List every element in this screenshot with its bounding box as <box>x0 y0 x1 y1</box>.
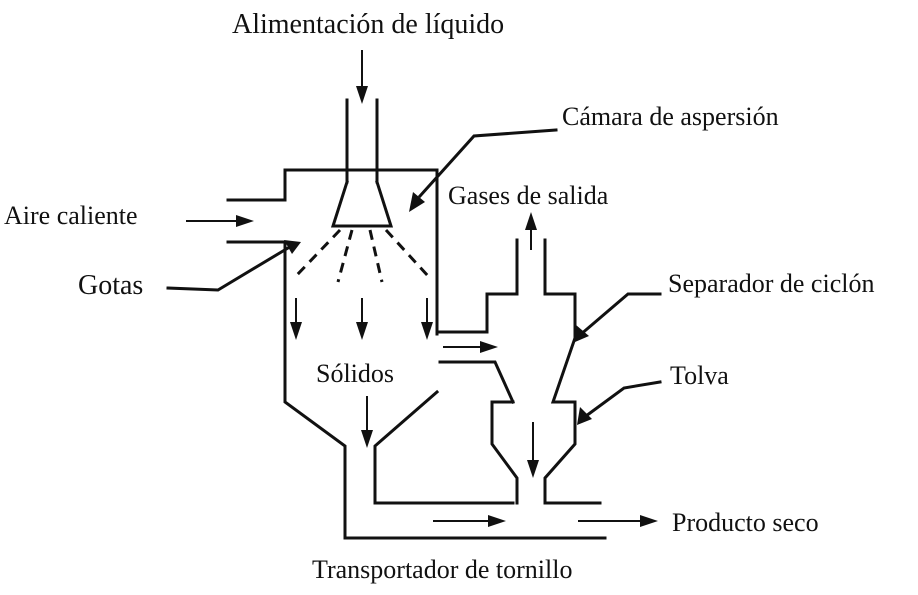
label-solids: Sólidos <box>316 359 394 388</box>
hot-air-arrow <box>186 215 254 227</box>
cyclone-separator <box>485 238 602 505</box>
label-screw-conveyor: Transportador de tornillo <box>312 555 572 584</box>
leader-hopper <box>577 380 662 425</box>
label-dry-product: Producto seco <box>672 508 819 537</box>
label-exhaust-gases: Gases de salida <box>448 181 609 210</box>
conveyor-arrow <box>433 515 506 527</box>
leader-cyclone <box>575 292 662 342</box>
leader-spray-chamber <box>409 128 558 212</box>
exhaust-arrow <box>525 212 537 250</box>
label-cyclone-separator: Separador de ciclón <box>668 269 874 298</box>
label-drops: Gotas <box>78 270 143 301</box>
hopper-arrow <box>527 422 539 478</box>
spray-chamber-body <box>226 168 607 540</box>
label-hopper: Tolva <box>670 361 729 390</box>
transfer-duct <box>438 330 515 404</box>
feed-arrow <box>356 50 368 104</box>
feed-nozzle <box>330 98 394 228</box>
label-liquid-feed: Alimentación de líquido <box>232 9 504 40</box>
label-spray-chamber: Cámara de aspersión <box>562 102 779 131</box>
label-hot-air: Aire caliente <box>4 201 138 230</box>
leader-drops <box>166 240 301 292</box>
droplet-spray <box>294 228 430 283</box>
dry-product-arrow <box>578 515 658 527</box>
solids-arrows <box>290 298 433 448</box>
